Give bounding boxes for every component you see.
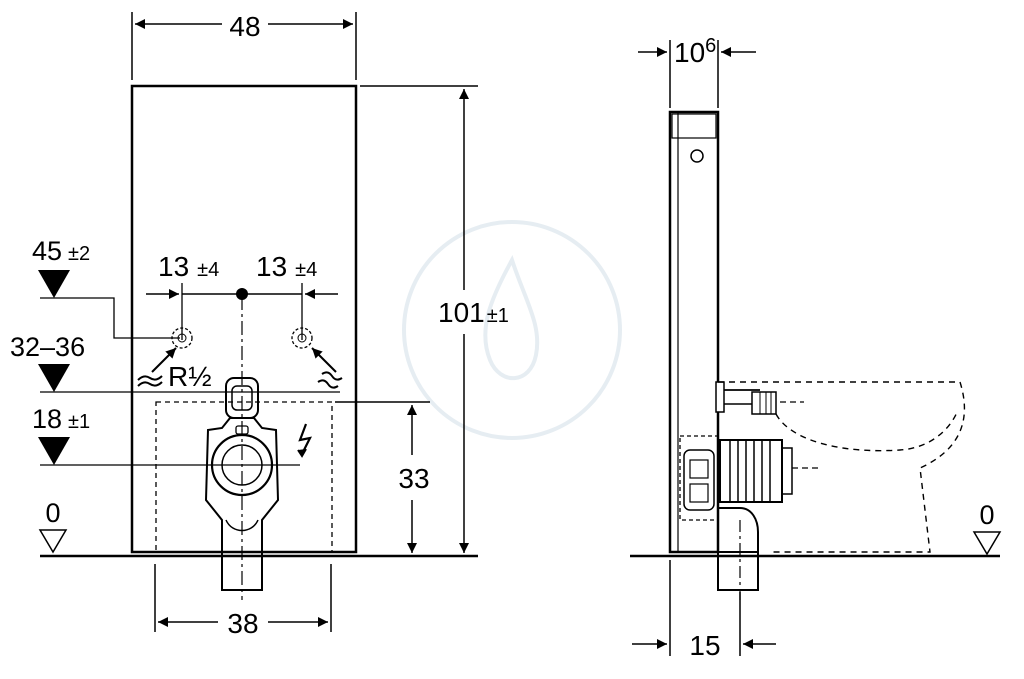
- level-range-label: 32–36: [10, 332, 85, 362]
- level-18-triangle: [38, 437, 70, 465]
- floor-level-side: 0: [979, 500, 994, 530]
- dim-depth-top: 106: [674, 35, 716, 68]
- dim-depth-bottom: 15: [689, 630, 720, 661]
- level-drain-label: 18±1: [32, 404, 90, 434]
- level-supply-label: 45±2: [32, 236, 90, 266]
- dim-offset-right: 13±4: [256, 251, 317, 282]
- thread-label: R½: [168, 361, 212, 392]
- level-45-triangle: [38, 270, 70, 298]
- dim-offset-left: 13±4: [158, 251, 219, 282]
- watermark-logo: [402, 220, 622, 440]
- center-point: [236, 288, 248, 300]
- dim-width-bottom: 38: [227, 608, 258, 639]
- dim-width-top: 48: [229, 11, 260, 42]
- dim-height-inlet: 33: [398, 463, 429, 494]
- dim-height-total: 101±1: [438, 297, 509, 328]
- level-32-36-triangle: [38, 364, 70, 392]
- side-view: [630, 40, 1002, 656]
- floor-level-front: 0: [45, 498, 60, 528]
- front-view: [38, 12, 478, 632]
